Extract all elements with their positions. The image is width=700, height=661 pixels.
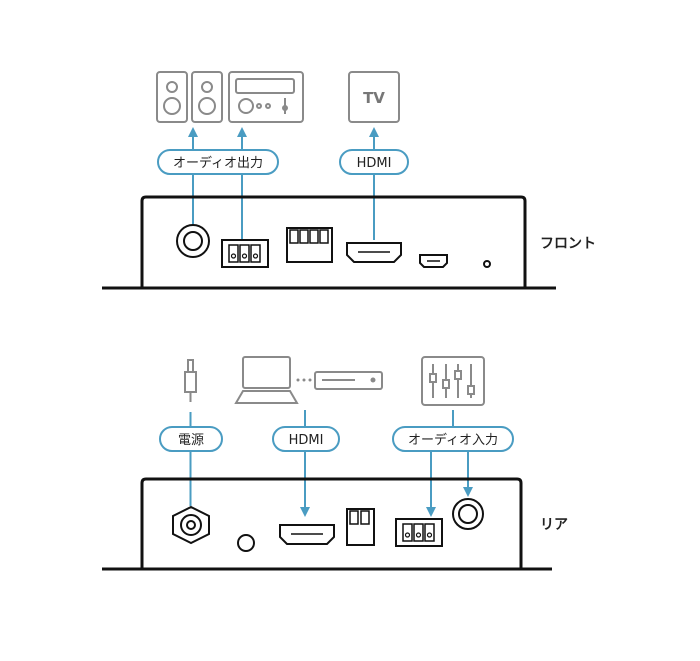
audio-mixer-icon <box>421 356 485 406</box>
front-dip-switch <box>286 227 333 263</box>
front-connection-lines <box>188 127 379 240</box>
rear-button-hole <box>237 534 255 552</box>
front-terminal-block <box>221 239 269 268</box>
laptop-icon <box>234 356 299 404</box>
front-section: TV オーディオ出力 HDMI <box>102 71 596 290</box>
hdmi-in-pill: HDMI <box>272 426 340 452</box>
hdmi-in-label: HDMI <box>289 433 324 448</box>
speakers-icon <box>156 71 223 123</box>
rear-device-body <box>102 477 552 571</box>
audio-out-pill: オーディオ出力 <box>157 149 279 175</box>
front-audio-jack <box>176 224 210 258</box>
hdmi-out-pill: HDMI <box>339 149 409 175</box>
rear-hdmi-port <box>279 524 335 545</box>
front-micro-usb-port <box>419 254 448 268</box>
rear-dc-power-jack <box>172 505 210 545</box>
front-led-indicator <box>483 260 491 268</box>
media-player-icon <box>314 371 383 390</box>
rear-audio-jack <box>452 498 484 530</box>
tv-label: TV <box>363 89 385 107</box>
rear-terminal-block <box>395 518 443 547</box>
dc-plug-icon <box>184 359 197 402</box>
dotted-connection-icon <box>296 378 312 382</box>
audio-in-label: オーディオ入力 <box>408 432 498 448</box>
rear-connection-lines <box>189 410 473 517</box>
front-hdmi-port <box>346 242 402 263</box>
rear-dip-switch <box>346 508 375 546</box>
front-device-body <box>102 195 556 290</box>
front-side-label: フロント <box>540 236 596 252</box>
audio-in-pill: オーディオ入力 <box>392 426 514 452</box>
tv-icon: TV <box>348 71 400 123</box>
audio-out-label: オーディオ出力 <box>173 155 263 171</box>
rear-side-label: リア <box>540 517 568 533</box>
amplifier-icon <box>228 71 304 123</box>
rear-section: 電源 HDMI オーディオ入力 <box>102 356 568 571</box>
power-label: 電源 <box>178 433 204 448</box>
power-pill: 電源 <box>159 426 223 452</box>
hdmi-out-label: HDMI <box>357 156 392 171</box>
